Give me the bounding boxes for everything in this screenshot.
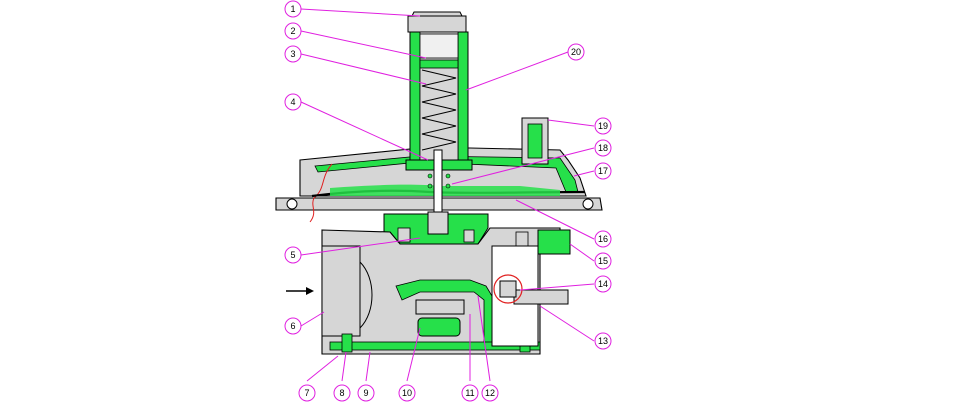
spring-tower-right bbox=[457, 31, 469, 167]
svg-text:19: 19 bbox=[598, 121, 608, 131]
outlet-stem bbox=[537, 229, 571, 255]
callout-9: 9 bbox=[357, 384, 375, 402]
stem-ball-3 bbox=[427, 183, 433, 189]
valve-seal bbox=[417, 317, 461, 337]
callout-10: 10 bbox=[398, 384, 416, 402]
flange-bolt-right bbox=[582, 198, 594, 210]
callout-2: 2 bbox=[284, 22, 302, 40]
flange-bolt-lower-right bbox=[515, 231, 529, 247]
callout-5: 5 bbox=[284, 246, 302, 264]
svg-text:3: 3 bbox=[290, 49, 295, 59]
svg-text:9: 9 bbox=[363, 388, 368, 398]
svg-text:18: 18 bbox=[598, 143, 608, 153]
bottom-bolt-left bbox=[341, 333, 353, 353]
svg-text:20: 20 bbox=[571, 47, 581, 57]
svg-text:15: 15 bbox=[598, 256, 608, 266]
plate-bolt-right bbox=[463, 229, 475, 243]
spring-plate bbox=[419, 59, 459, 69]
svg-text:16: 16 bbox=[598, 234, 608, 244]
callout-20: 20 bbox=[567, 43, 585, 61]
stem-nut bbox=[427, 211, 449, 235]
bottom-plate bbox=[329, 341, 541, 351]
callout-1: 1 bbox=[284, 0, 302, 18]
svg-text:5: 5 bbox=[290, 250, 295, 260]
valve-disc bbox=[415, 299, 465, 315]
flange-bolt-left bbox=[286, 198, 298, 210]
callout-13: 13 bbox=[594, 332, 612, 350]
callout-8: 8 bbox=[333, 384, 351, 402]
flow-arrow-head bbox=[306, 287, 314, 295]
stem-ball-4 bbox=[445, 183, 451, 189]
svg-text:12: 12 bbox=[485, 388, 495, 398]
callout-16: 16 bbox=[594, 230, 612, 248]
flange-bolt-lower-left bbox=[397, 227, 411, 243]
callout-19: 19 bbox=[594, 117, 612, 135]
svg-text:2: 2 bbox=[290, 26, 295, 36]
tower-cap bbox=[407, 15, 467, 33]
svg-text:10: 10 bbox=[402, 388, 412, 398]
callout-18: 18 bbox=[594, 139, 612, 157]
adjust-screw bbox=[419, 33, 459, 59]
callout-3: 3 bbox=[284, 45, 302, 63]
callout-12: 12 bbox=[481, 384, 499, 402]
detail-nut bbox=[499, 280, 517, 298]
svg-text:14: 14 bbox=[598, 279, 608, 289]
inlet-curve bbox=[359, 261, 373, 329]
svg-text:6: 6 bbox=[290, 321, 295, 331]
spring-tower-left bbox=[409, 31, 421, 167]
svg-text:4: 4 bbox=[290, 97, 295, 107]
break-line bbox=[309, 163, 333, 223]
svg-text:17: 17 bbox=[598, 166, 608, 176]
svg-text:1: 1 bbox=[290, 4, 295, 14]
svg-text:7: 7 bbox=[304, 388, 309, 398]
callout-15: 15 bbox=[594, 252, 612, 270]
callout-11: 11 bbox=[461, 384, 479, 402]
callout-14: 14 bbox=[594, 275, 612, 293]
detail-circle bbox=[493, 274, 523, 304]
svg-text:13: 13 bbox=[598, 336, 608, 346]
stem-ball-2 bbox=[445, 173, 451, 179]
spring bbox=[421, 69, 457, 151]
stem-ball-1 bbox=[427, 173, 433, 179]
callout-17: 17 bbox=[594, 162, 612, 180]
inlet-port bbox=[321, 245, 361, 337]
svg-text:8: 8 bbox=[339, 388, 344, 398]
svg-text:11: 11 bbox=[465, 388, 474, 398]
callout-6: 6 bbox=[284, 317, 302, 335]
vent-plug-core bbox=[527, 123, 543, 159]
callout-7: 7 bbox=[298, 384, 316, 402]
tower-cap-top bbox=[411, 11, 463, 17]
callout-4: 4 bbox=[284, 93, 302, 111]
leader-lines bbox=[300, 8, 595, 382]
diaphragm-green bbox=[330, 184, 560, 196]
